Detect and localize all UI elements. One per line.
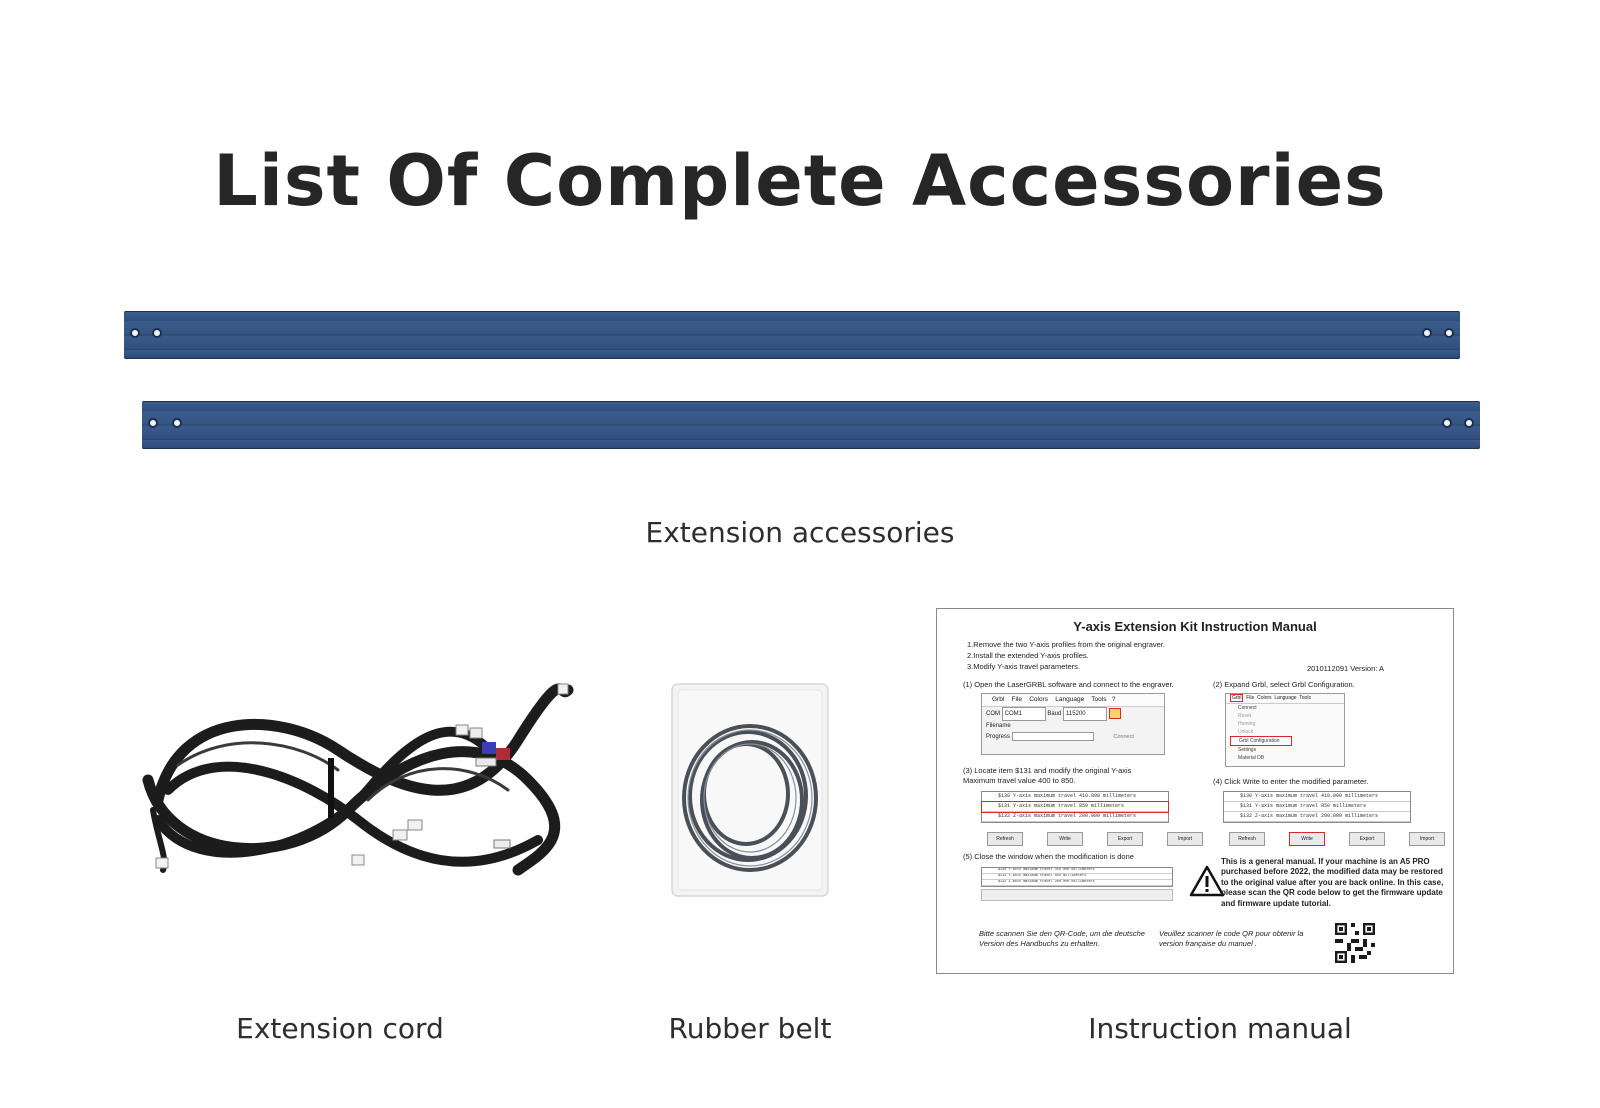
lasergrbl-window: Grbl File Colors Language Tools ? COM CO… bbox=[981, 693, 1165, 755]
menu-language: Language bbox=[1274, 695, 1297, 701]
menu-colors: Colors bbox=[1029, 696, 1049, 703]
manual-warning-text: This is a general manual. If your machin… bbox=[1221, 857, 1444, 908]
config-table-close: $130 Y-axis maximum travel 410.000 milli… bbox=[981, 867, 1173, 887]
page-title: List Of Complete Accessories bbox=[213, 140, 1387, 222]
import-button: Import bbox=[1409, 832, 1445, 846]
menu-help: ? bbox=[1111, 696, 1116, 703]
menu-grbl: Grbl bbox=[1230, 694, 1244, 702]
table-row: $130 Y-axis maximum travel 410.000 milli… bbox=[982, 792, 1168, 802]
progress-label: Progress bbox=[986, 734, 1011, 741]
grbl-menu-item: Settings bbox=[1238, 747, 1257, 753]
table-row: $131 Y-axis maximum travel 850 millimete… bbox=[1224, 802, 1410, 812]
manual-step-item: 2.Install the extended Y-axis profiles. bbox=[967, 651, 1089, 660]
grbl-menu-item: Homing bbox=[1238, 721, 1256, 727]
com-row: COM COM1 Baud 115200 bbox=[982, 707, 1164, 721]
grbl-menu-item: Connect bbox=[1238, 705, 1257, 711]
caption-instruction-manual: Instruction manual bbox=[1088, 1012, 1352, 1045]
baud-label: Baud bbox=[1047, 711, 1062, 717]
extension-cord-image bbox=[142, 683, 574, 876]
manual-step-5: (5) Close the window when the modificati… bbox=[963, 852, 1134, 861]
export-button: Export bbox=[1107, 832, 1143, 846]
connect-tooltip: Connect bbox=[1113, 734, 1134, 741]
warning-icon bbox=[1189, 865, 1225, 897]
menu-tools: Tools bbox=[1091, 696, 1107, 703]
refresh-button: Refresh bbox=[987, 832, 1023, 846]
config-buttons-left: Refresh Write Export Import bbox=[987, 827, 1203, 846]
menu-file: File bbox=[1246, 695, 1255, 701]
table-row: $131 Y-axis maximum travel 850 millimete… bbox=[982, 874, 1172, 880]
baud-select: 115200 bbox=[1063, 707, 1108, 721]
table-row: $130 Y-axis maximum travel 410.000 milli… bbox=[1224, 792, 1410, 802]
extension-rail-bottom bbox=[142, 401, 1480, 449]
manual-version: 2010112091 Version: A bbox=[1307, 664, 1385, 673]
table-row: $132 Z-axis maximum travel 200.000 milli… bbox=[982, 812, 1168, 822]
manual-title: Y-axis Extension Kit Instruction Manual bbox=[1073, 619, 1317, 634]
grbl-menu-item: Reset bbox=[1238, 713, 1252, 719]
grbl-menu-item: Material DB bbox=[1238, 755, 1265, 761]
manual-step-item: 3.Modify Y-axis travel parameters. bbox=[967, 662, 1080, 671]
grbl-menu-list: Connect Reset Homing Unlock Grbl Configu… bbox=[1226, 704, 1344, 762]
progress-bar bbox=[1011, 732, 1094, 741]
manual-step-3-line: (3) Locate item $131 and modify the orig… bbox=[963, 766, 1132, 775]
rail-hole bbox=[1444, 328, 1454, 338]
manual-step-2: (2) Expand Grbl, select Grbl Configurati… bbox=[1213, 680, 1355, 689]
manual-french-note: Veuillez scanner le code QR pour obtenir… bbox=[1159, 929, 1304, 948]
rail-hole bbox=[1442, 418, 1452, 428]
rail-hole bbox=[172, 418, 182, 428]
connect-icon bbox=[1108, 707, 1121, 719]
com-select: COM1 bbox=[1001, 707, 1046, 721]
rail-hole bbox=[1464, 418, 1474, 428]
import-button: Import bbox=[1167, 832, 1203, 846]
manual-german-note: Bitte scannen Sie den QR-Code, um die de… bbox=[979, 929, 1145, 948]
instruction-manual-sheet: Y-axis Extension Kit Instruction Manual … bbox=[936, 608, 1454, 974]
menu-tools: Tools bbox=[1299, 695, 1311, 701]
rubber-belt-image bbox=[671, 683, 829, 897]
rail-hole bbox=[148, 418, 158, 428]
caption-extension-accessories: Extension accessories bbox=[645, 516, 955, 549]
menu-language: Language bbox=[1055, 696, 1085, 703]
com-label: COM bbox=[986, 711, 1000, 717]
table-row: $132 Z-axis maximum travel 200.000 milli… bbox=[1224, 812, 1410, 822]
menu-colors: Colors bbox=[1257, 695, 1272, 701]
table-row: $131 Y-axis maximum travel 850 millimete… bbox=[981, 801, 1169, 813]
write-button: Write bbox=[1047, 832, 1083, 846]
lasergrbl-menubar: Grbl File Colors Language Tools ? bbox=[982, 694, 1164, 707]
grbl-menu-window: Grbl File Colors Language Tools Connect … bbox=[1225, 693, 1345, 767]
write-button: Write bbox=[1289, 832, 1325, 846]
table-row: $132 Z-axis maximum travel 200.000 milli… bbox=[982, 880, 1172, 886]
config-table-left: $130 Y-axis maximum travel 410.000 milli… bbox=[981, 791, 1169, 823]
manual-step-item: 1.Remove the two Y-axis profiles from th… bbox=[967, 640, 1166, 649]
manual-step-4: (4) Click Write to enter the modified pa… bbox=[1213, 777, 1369, 786]
rail-hole bbox=[1422, 328, 1432, 338]
manual-step-list: 1.Remove the two Y-axis profiles from th… bbox=[967, 639, 1165, 672]
refresh-button: Refresh bbox=[1229, 832, 1265, 846]
grbl-menu-item-configuration: Grbl Configuration bbox=[1230, 736, 1292, 746]
config-buttons-close bbox=[981, 889, 1173, 901]
qr-code-icon bbox=[1335, 923, 1375, 963]
caption-extension-cord: Extension cord bbox=[236, 1012, 444, 1045]
progress-row: Progress Connect bbox=[982, 732, 1164, 743]
rail-hole bbox=[130, 328, 140, 338]
filename-label: Filename bbox=[986, 723, 1011, 729]
extension-rail-top bbox=[124, 311, 1460, 359]
manual-step-3: (3) Locate item $131 and modify the orig… bbox=[963, 766, 1131, 786]
manual-step-1: (1) Open the LaserGRBL software and conn… bbox=[963, 680, 1174, 689]
rail-hole bbox=[152, 328, 162, 338]
caption-rubber-belt: Rubber belt bbox=[668, 1012, 832, 1045]
manual-step-3-line: Maximum travel value 400 to 850. bbox=[963, 776, 1076, 785]
config-buttons-right: Refresh Write Export Import bbox=[1229, 827, 1445, 846]
grbl-menu-bar: Grbl File Colors Language Tools bbox=[1226, 694, 1344, 704]
export-button: Export bbox=[1349, 832, 1385, 846]
table-row: $130 Y-axis maximum travel 410.000 milli… bbox=[982, 868, 1172, 874]
config-table-right: $130 Y-axis maximum travel 410.000 milli… bbox=[1223, 791, 1411, 823]
menu-file: File bbox=[1011, 696, 1022, 703]
menu-grbl: Grbl bbox=[992, 696, 1005, 703]
grbl-menu-item: Unlock bbox=[1238, 729, 1254, 735]
